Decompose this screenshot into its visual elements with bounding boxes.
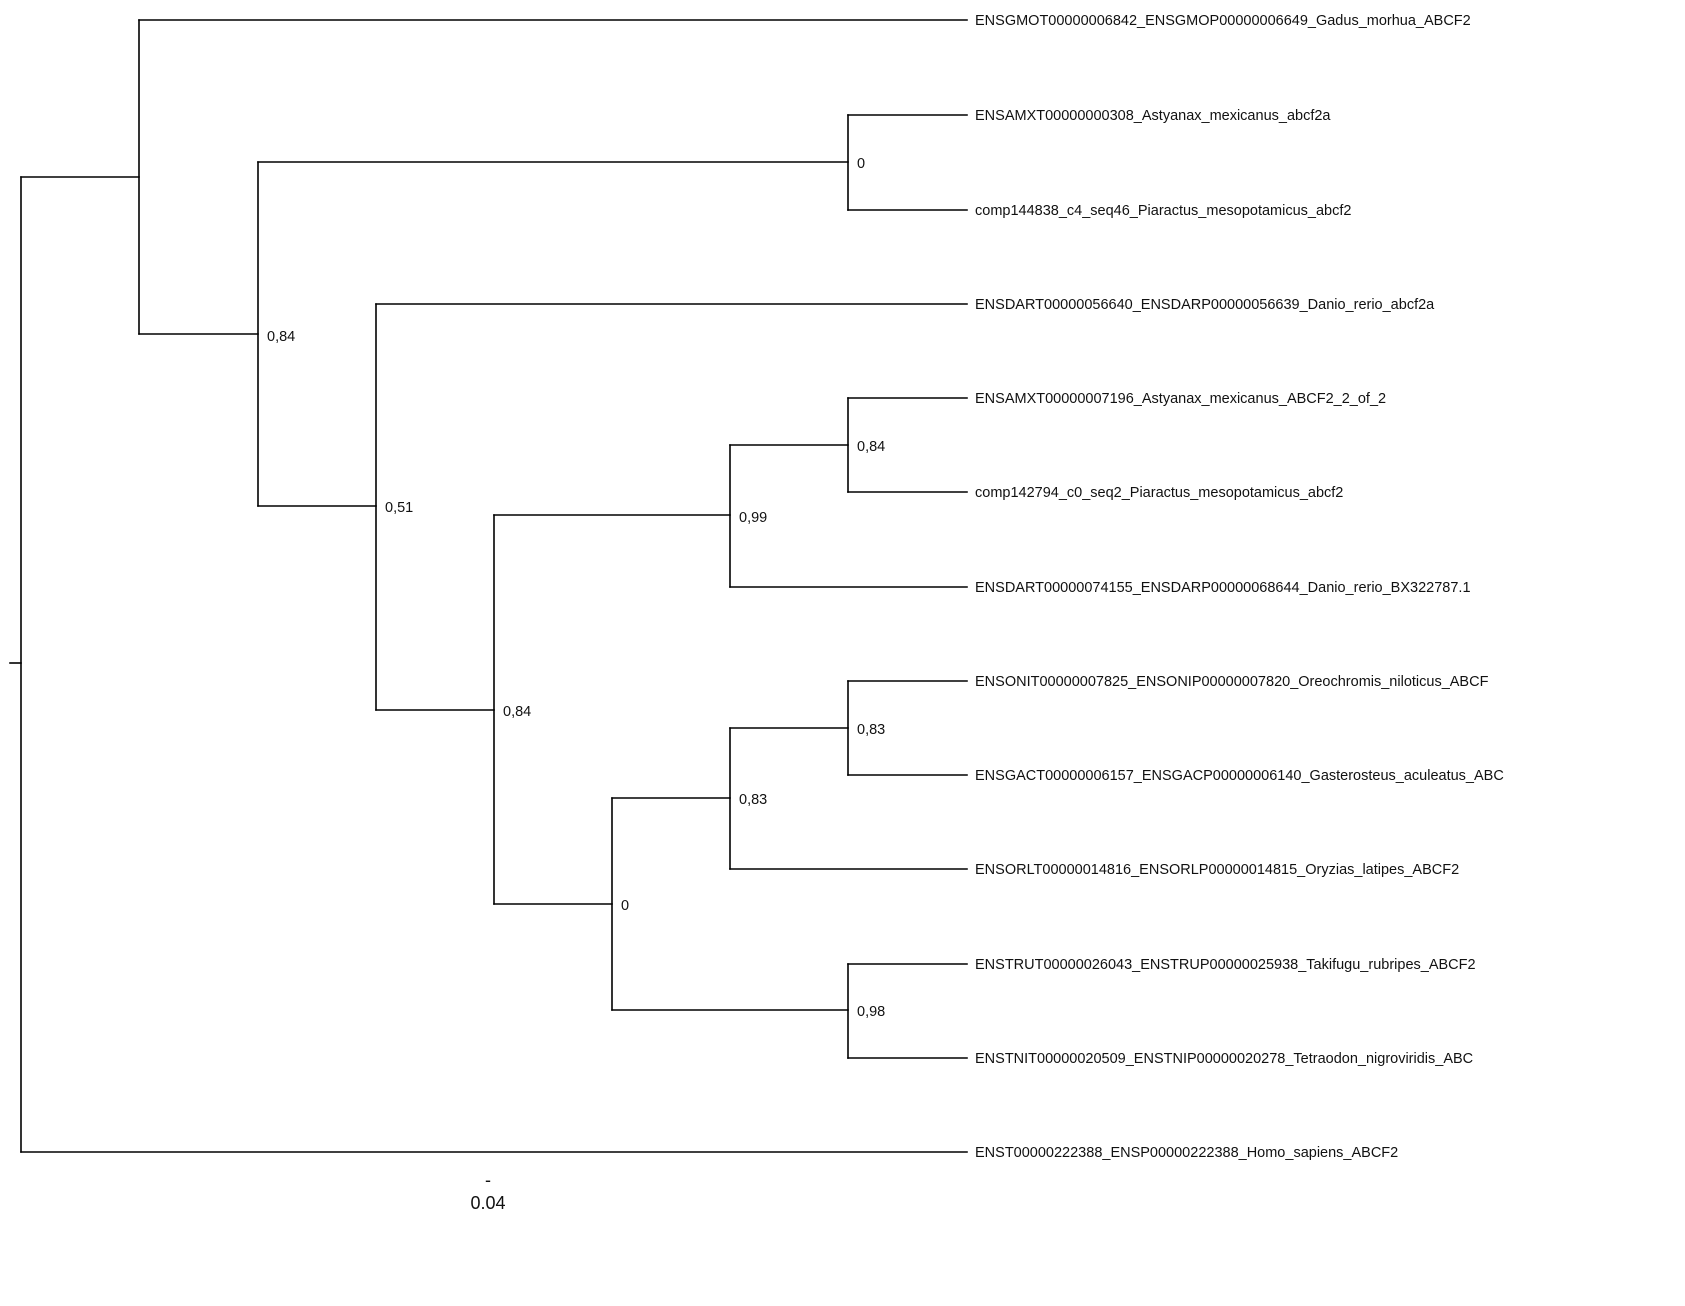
phylogenetic-tree: ENSGMOT00000006842_ENSGMOP00000006649_Ga… (9, 13, 1504, 1213)
leaf-label-piaractus-comp144838: comp144838_c4_seq46_Piaractus_mesopotami… (975, 203, 1351, 219)
leaf-label-astyanax-abcf2a: ENSAMXT00000000308_Astyanax_mexicanus_ab… (975, 108, 1331, 124)
support-cyprinid-clade: 0,99 (739, 510, 767, 526)
support-rest-split: 0,84 (503, 704, 531, 720)
scale-bar-mark: - (485, 1170, 491, 1190)
leaf-label-oreochromis: ENSONIT00000007825_ENSONIP00000007820_Or… (975, 674, 1489, 690)
leaf-label-danio-abcf2a: ENSDART00000056640_ENSDARP00000056639_Da… (975, 297, 1435, 313)
support-oreochromis-gasterosteus-oryzias: 0,83 (739, 792, 767, 808)
support-takifugu-tetraodon: 0,98 (857, 1004, 885, 1020)
tree-branches (9, 19, 968, 1153)
support-acanthopterygii-clade: 0 (621, 898, 629, 914)
scale-bar-label: 0.04 (470, 1193, 505, 1213)
leaf-label-oryzias: ENSORLT00000014816_ENSORLP00000014815_Or… (975, 862, 1459, 878)
support-oreochromis-gasterosteus: 0,83 (857, 722, 885, 738)
leaf-label-danio-bx322787: ENSDART00000074155_ENSDARP00000068644_Da… (975, 580, 1471, 596)
leaf-label-takifugu: ENSTRUT00000026043_ENSTRUP00000025938_Ta… (975, 957, 1476, 973)
tree-labels: ENSGMOT00000006842_ENSGMOP00000006649_Ga… (267, 13, 1504, 1213)
leaf-label-gadus-morhua: ENSGMOT00000006842_ENSGMOP00000006649_Ga… (975, 13, 1471, 29)
support-astyanax-piaractus-abcf2: 0,84 (857, 439, 885, 455)
support-danio-abcf2a-plus-rest: 0,51 (385, 500, 413, 516)
support-astyanax-piaractus-abcf2a: 0 (857, 156, 865, 172)
leaf-label-piaractus-comp142794: comp142794_c0_seq2_Piaractus_mesopotamic… (975, 485, 1343, 501)
support-fish-clade: 0,84 (267, 329, 295, 345)
leaf-label-gasterosteus: ENSGACT00000006157_ENSGACP00000006140_Ga… (975, 768, 1504, 784)
leaf-label-tetraodon: ENSTNIT00000020509_ENSTNIP00000020278_Te… (975, 1051, 1473, 1067)
leaf-label-astyanax-abcf2-2-of-2: ENSAMXT00000007196_Astyanax_mexicanus_AB… (975, 391, 1386, 407)
leaf-label-homo-sapiens: ENST00000222388_ENSP00000222388_Homo_sap… (975, 1145, 1398, 1161)
